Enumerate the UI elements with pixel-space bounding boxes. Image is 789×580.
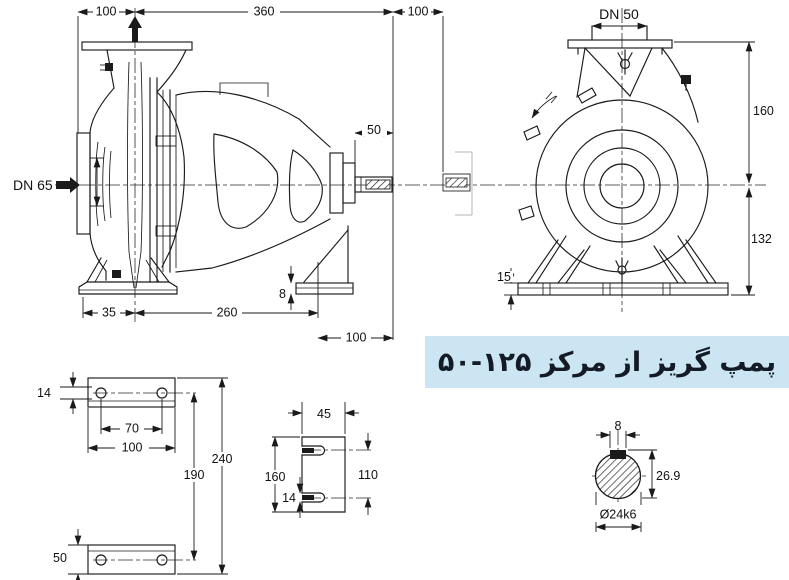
dim-top-right-label: 100 <box>408 5 429 19</box>
dim-100-plan-label: 100 <box>122 441 143 455</box>
casing-lug-top <box>577 87 597 104</box>
dim-260-label: 260 <box>217 306 238 320</box>
discharge-flange-end <box>567 39 673 49</box>
foot-plan-detail: 14 70 100 190 240 50 <box>37 372 240 580</box>
gland-bolt-upper <box>155 135 177 147</box>
rotation-arrow <box>531 95 557 119</box>
dim-70-label: 70 <box>125 422 139 436</box>
dim-240-label: 240 <box>212 452 233 466</box>
suction-direction-arrow <box>70 177 80 193</box>
discharge-size-label: DN 50 <box>599 6 639 22</box>
slot-mark <box>302 448 314 453</box>
dim-110-label: 110 <box>358 468 378 482</box>
shaft-end <box>354 176 393 193</box>
dim-132-label: 132 <box>751 232 772 246</box>
shaft-diameter-label: Ø24k6 <box>600 508 637 522</box>
bearing-bracket-top <box>175 90 331 148</box>
dim-100-bottom-label: 100 <box>346 331 367 345</box>
dim-26-9-label: 26.9 <box>656 469 680 483</box>
dim-8-pad-label: 8 <box>279 287 286 301</box>
foot-plate-bottom <box>87 544 176 575</box>
volute-outline-left <box>89 87 115 281</box>
dim-45-label: 45 <box>317 407 331 421</box>
volute-outline-right <box>156 91 185 268</box>
foot-plate-top <box>87 377 176 408</box>
lubricator-plug <box>681 75 691 84</box>
pump-title-text: پمپ گریز از مرکز ۱۲۵-۵۰ <box>437 346 777 378</box>
dim-top-mid-label: 360 <box>254 5 275 19</box>
title-block: پمپ گریز از مرکز ۱۲۵-۵۰ <box>425 336 789 388</box>
foot-side-detail: 45 160 14 110 <box>259 402 378 518</box>
bolt-hole <box>156 554 168 566</box>
side-view <box>56 16 393 295</box>
shaft-cross-section <box>594 452 642 500</box>
discharge-direction-arrow <box>128 16 142 42</box>
support-foot-pad <box>295 282 354 295</box>
dim-190-label: 190 <box>184 468 205 482</box>
bolt-hole <box>156 387 168 399</box>
baseplate-end-view <box>517 282 729 296</box>
suction-flange <box>76 132 91 235</box>
shaft-bore-circle <box>599 163 645 209</box>
dim-14-plan-label: 14 <box>37 386 51 400</box>
drain-plug <box>112 270 121 278</box>
vent-plug <box>105 63 113 71</box>
bearing-bracket-bottom <box>175 218 331 273</box>
coupling-detail <box>442 151 473 216</box>
vent-symbol-top <box>619 58 631 70</box>
casing-lug-left <box>523 125 541 141</box>
dim-15-label: 15 <box>497 270 511 284</box>
shaft-keyway <box>365 179 391 190</box>
pump-foot-base <box>78 281 178 295</box>
shaft-length-label: 50 <box>367 123 381 137</box>
dim-35-label: 35 <box>102 306 116 320</box>
centerlines <box>55 8 766 322</box>
casing-shoulder <box>661 47 699 123</box>
bolt-hole <box>95 387 107 399</box>
suction-size-label: DN 65 <box>13 177 53 193</box>
end-view-dimensions: DN 50 160 132 15 <box>495 6 774 310</box>
dim-160-side-label: 160 <box>265 470 286 484</box>
discharge-flange <box>81 41 193 51</box>
bracket-window-large <box>213 133 279 229</box>
dim-50-plan-label: 50 <box>53 551 67 565</box>
vent-symbol-bottom <box>617 265 627 275</box>
dim-14-side-label: 14 <box>282 491 296 505</box>
shaft-key <box>610 450 626 459</box>
foot-bracket-outline <box>301 436 346 513</box>
dim-160-label: 160 <box>753 104 774 118</box>
slot-mark <box>302 495 314 500</box>
casing-lug-lower <box>518 205 535 221</box>
dim-key-width-label: 8 <box>615 419 622 433</box>
gland-bolt-lower <box>155 225 177 237</box>
bolt-hole <box>95 554 107 566</box>
bearing-housing-cover <box>329 152 344 214</box>
shaft-section-detail: 8 26.9 Ø24k6 <box>592 419 680 532</box>
dim-top-left-label: 100 <box>96 5 117 19</box>
side-view-dimensions: 100 360 100 DN 65 50 35 260 8 100 <box>13 5 444 345</box>
end-view <box>517 25 729 296</box>
bracket-window-small <box>288 149 323 223</box>
